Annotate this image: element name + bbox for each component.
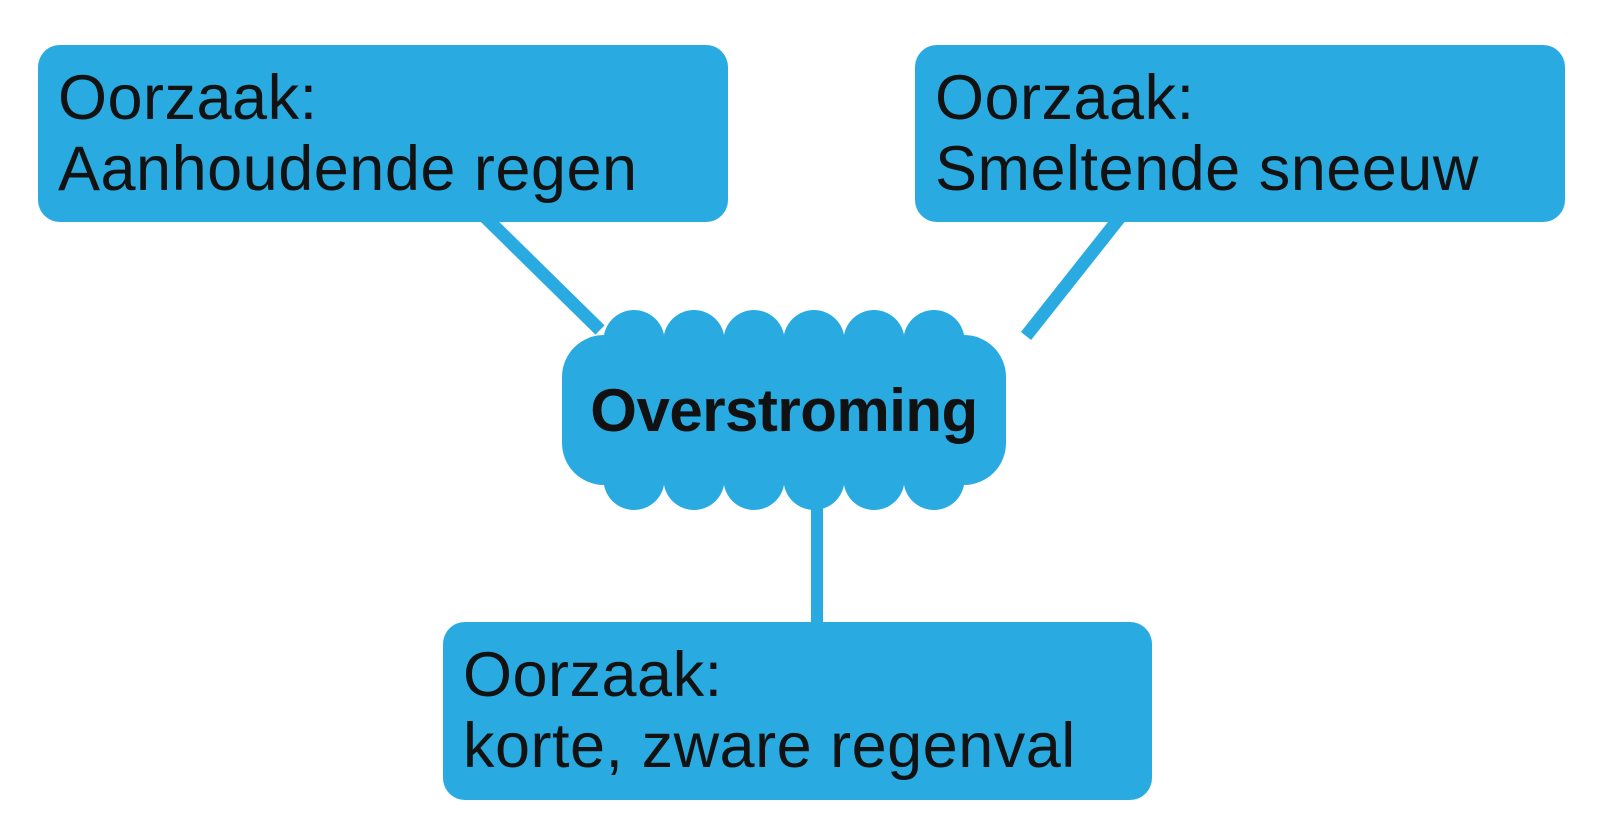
cause-label-prefix: Oorzaak: — [463, 640, 723, 710]
cause-label-text: Aanhoudende regen — [58, 133, 638, 204]
central-topic-cloud: Overstroming — [562, 305, 1006, 515]
cloud-shape — [562, 309, 1006, 511]
cause-node-korte-zware-regenval: Oorzaak: korte, zware regenval — [443, 622, 1152, 800]
cause-label-prefix: Oorzaak: — [58, 62, 318, 133]
connector-top-left — [479, 211, 605, 335]
connector-top-right — [1020, 211, 1127, 341]
cause-label-text: korte, zware regenval — [463, 711, 1076, 781]
cause-node-smeltende-sneeuw: Oorzaak: Smeltende sneeuw — [915, 45, 1565, 222]
cause-label-prefix: Oorzaak: — [935, 62, 1195, 133]
cloud-outline — [562, 309, 1006, 511]
cause-node-aanhoudende-regen: Oorzaak: Aanhoudende regen — [38, 45, 728, 222]
central-topic-label: Overstroming — [590, 376, 978, 444]
cause-label-text: Smeltende sneeuw — [935, 133, 1479, 204]
